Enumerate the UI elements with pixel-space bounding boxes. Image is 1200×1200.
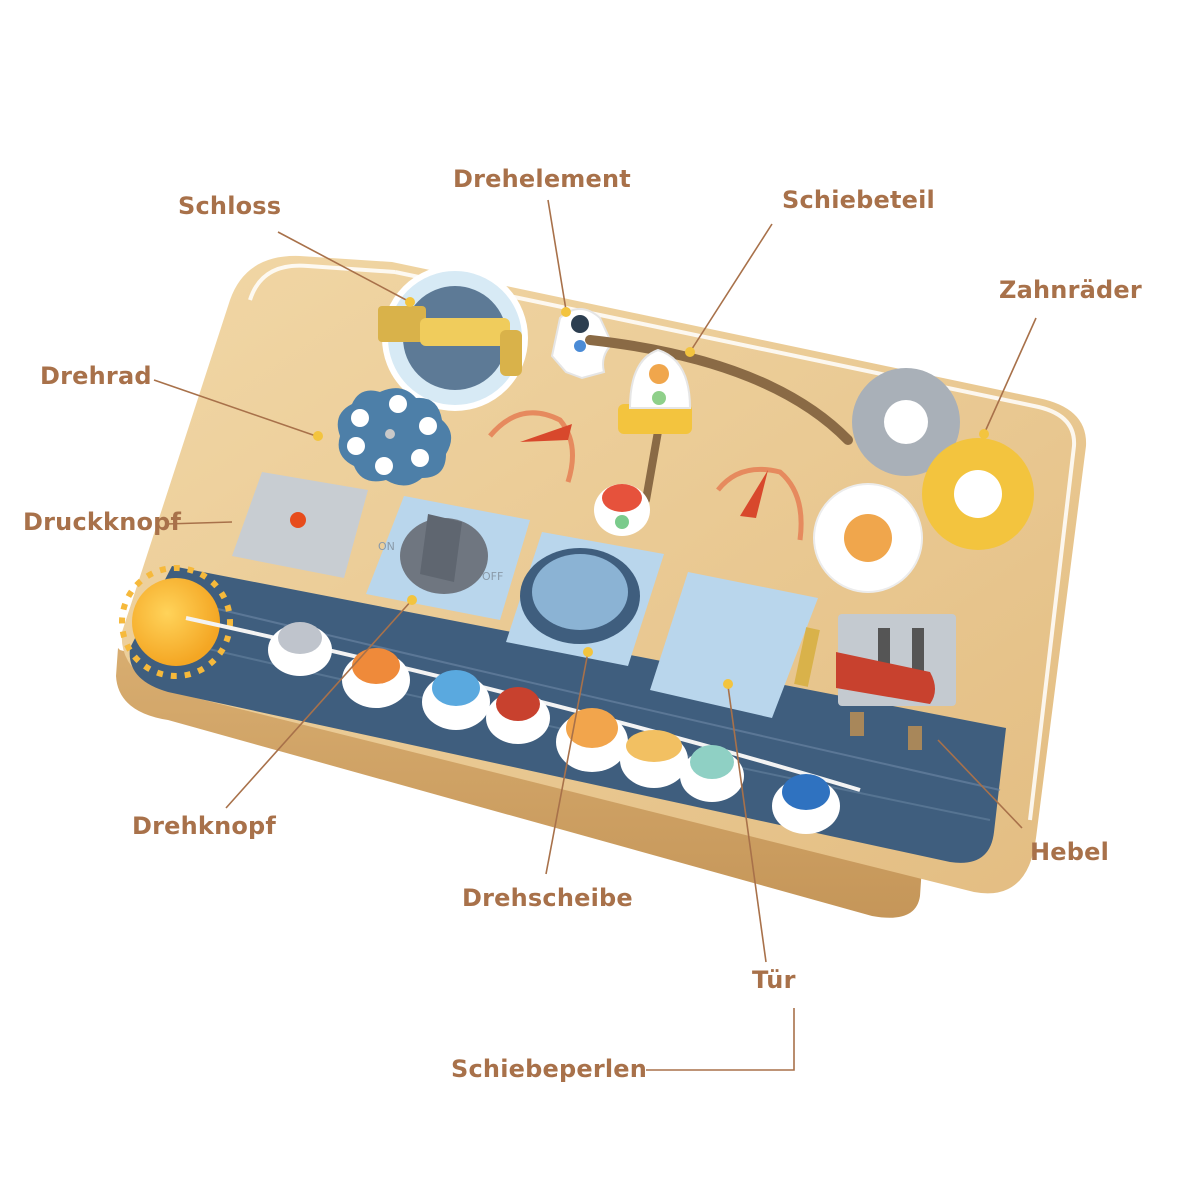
leader-lines [153,199,1037,1071]
flower-wheel [337,388,452,486]
label-drehscheibe: Drehscheibe [462,884,633,912]
leader-drehknopf [225,599,413,809]
push-button [232,472,368,578]
lock-element [378,265,528,411]
planet-beads [268,622,840,834]
label-schloss: Schloss [178,192,282,220]
gauge-left [488,410,575,483]
gear-grey [852,368,960,476]
lever [836,614,956,750]
leader-tuer [727,685,767,963]
knob-off-mark: OFF [482,570,503,583]
door-panel [650,572,820,718]
label-druckknopf: Druckknopf [23,508,182,536]
leader-zahnraeder [983,317,1037,435]
spinner-disc-panel [506,532,664,666]
label-schiebeteil: Schiebeteil [782,186,935,214]
label-tuer: Tür [752,966,796,994]
rocket-slider [618,348,692,434]
label-drehelement: Drehelement [453,165,631,193]
leader-drehrad [153,379,317,437]
gear-yellow [922,438,1034,550]
leader-schiebeteil [689,223,773,353]
label-schiebeperlen: Schiebeperlen [451,1055,648,1083]
astronaut-rotating-element [550,308,614,380]
board-inner-line [394,270,1077,821]
label-drehrad: Drehrad [40,362,152,390]
alien-piece [594,484,650,536]
slider-track [585,335,853,445]
label-zahnraeder: Zahnräder [999,276,1142,304]
label-hebel: Hebel [1030,838,1110,866]
knob-on-mark: ON [378,540,395,553]
label-drehknopf: Drehknopf [132,812,277,840]
leader-drehscheibe [545,651,589,875]
leader-schiebeperlen [646,1008,795,1071]
leader-hebel [937,739,1023,829]
leader-schloss [277,231,411,303]
sun-decoration [119,565,233,679]
leader-drehelement [547,199,567,311]
knob-panel: ON OFF [366,496,530,620]
gear-white [813,483,923,593]
gauge-right [716,466,804,541]
leader-druckknopf [165,521,233,525]
